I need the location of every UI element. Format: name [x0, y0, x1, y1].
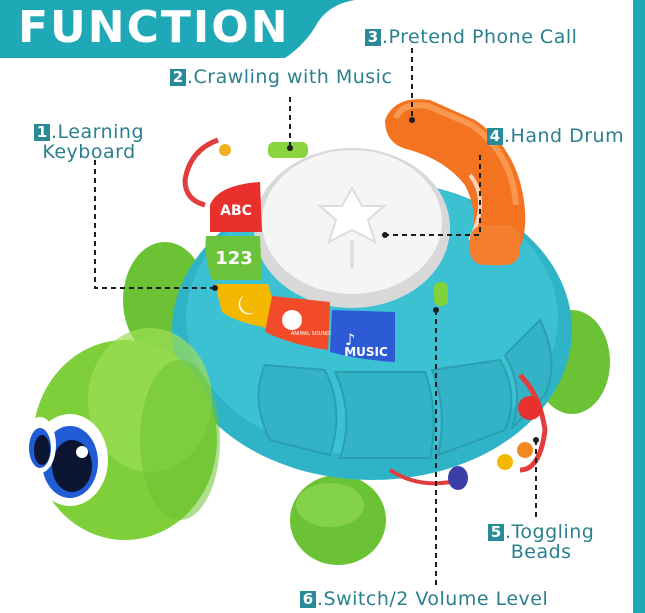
feature-1-line2: Keyboard — [42, 141, 136, 163]
feature-label-1: 1.Learning Keyboard — [34, 122, 144, 162]
power-switch[interactable] — [434, 282, 448, 306]
feature-number-3: 3 — [365, 29, 381, 46]
key-music-label: MUSIC — [344, 345, 388, 359]
key-music[interactable] — [330, 310, 395, 362]
feature-label-3: 3.Pretend Phone Call — [365, 28, 577, 47]
feature-label-6: 6.Switch/2 Volume Level — [300, 590, 548, 609]
feature-number-2: 2 — [170, 69, 186, 86]
feature-number-6: 6 — [300, 591, 316, 608]
key-123-label: 123 — [215, 248, 253, 269]
page-title: FUNCTION — [18, 2, 290, 53]
bead-ring-left — [182, 137, 219, 208]
key-abc-label: ABC — [220, 203, 252, 219]
key-moon[interactable] — [215, 284, 282, 330]
toggle-bead-blue[interactable] — [448, 466, 468, 490]
callout-line-1 — [94, 160, 215, 289]
side-bar — [633, 0, 645, 613]
frog-icon — [282, 310, 302, 330]
feature-4-text: .Hand Drum — [504, 125, 625, 147]
feature-number-1: 1 — [34, 124, 50, 141]
music-note-icon: ♪ — [345, 330, 355, 349]
feature-2-text: .Crawling with Music — [187, 66, 393, 88]
feature-number-5: 5 — [488, 524, 504, 541]
feature-5-line1: .Toggling — [505, 521, 595, 543]
key-abc[interactable] — [210, 182, 262, 232]
feature-5-line2: Beads — [510, 541, 572, 563]
key-123[interactable] — [205, 236, 262, 280]
key-animal-label: ANIMAL SOUNDS — [291, 331, 333, 337]
toggle-bead-red[interactable] — [518, 396, 542, 420]
star-drum-icon — [317, 185, 387, 245]
feature-number-4: 4 — [487, 128, 503, 145]
feature-1-line1: .Learning — [51, 121, 145, 143]
feature-label-2: 2.Crawling with Music — [170, 68, 392, 87]
feature-6-text: .Switch/2 Volume Level — [317, 588, 549, 610]
feature-3-text: .Pretend Phone Call — [382, 26, 578, 48]
feature-label-5: 5.Toggling Beads — [488, 522, 594, 562]
banner-shape — [0, 0, 355, 58]
feature-label-4: 4.Hand Drum — [487, 127, 624, 146]
